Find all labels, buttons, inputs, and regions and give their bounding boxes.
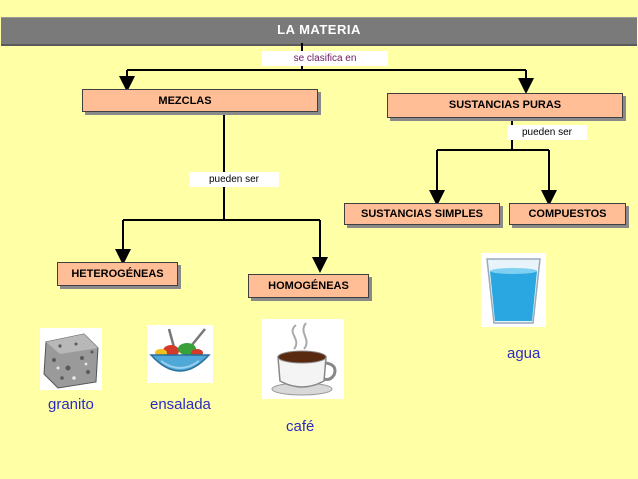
caption-salad: ensalada [150,396,211,413]
granite-rock-icon [40,328,102,390]
water-glass-icon [481,253,546,327]
classifies-label: se clasifica en [262,51,388,66]
node-simple-substances: SUSTANCIAS SIMPLES [344,203,500,225]
diagram-title: LA MATERIA [277,22,361,37]
mixtures-relation-label: pueden ser [189,172,279,187]
title-bar [1,17,637,46]
node-pure-substances: SUSTANCIAS PURAS [387,93,623,118]
caption-coffee: café [286,418,315,435]
pure-relation-label: pueden ser [507,125,587,140]
coffee-cup-icon [262,319,344,399]
caption-granite: granito [48,396,94,413]
node-heterogeneous: HETEROGÉNEAS [57,262,178,286]
node-mixtures: MEZCLAS [82,89,318,112]
node-compounds: COMPUESTOS [509,203,626,225]
caption-water: agua [507,345,541,362]
salad-bowl-icon [147,325,213,383]
node-homogeneous: HOMOGÉNEAS [248,274,369,298]
